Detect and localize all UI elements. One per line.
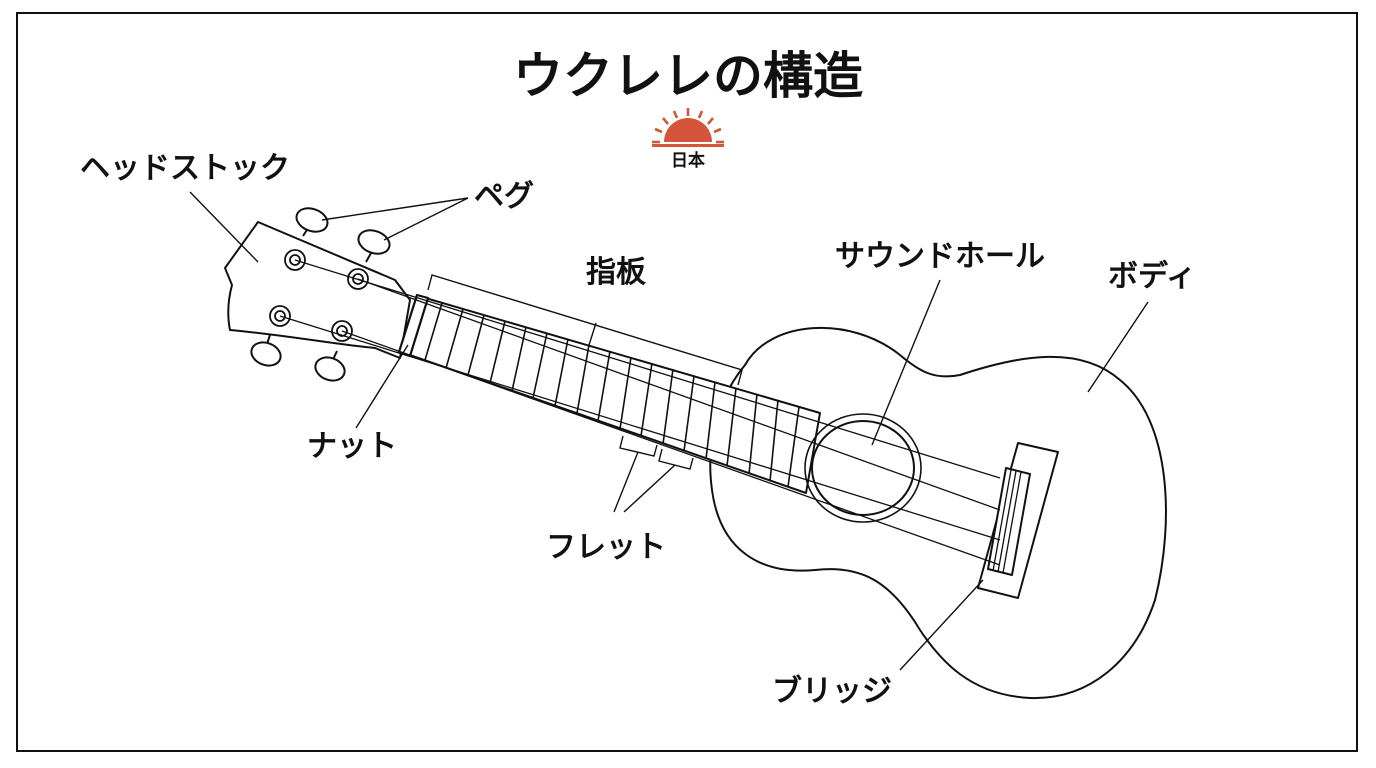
label-headstock: ヘッドストック xyxy=(80,151,290,186)
rising-sun-logo: 日本 xyxy=(652,108,724,171)
ukulele-body xyxy=(709,326,1167,700)
logo-text: 日本 xyxy=(671,150,705,171)
label-fingerboard: 指板 xyxy=(586,255,646,290)
annotation-lines xyxy=(189,191,1149,671)
label-soundhole: サウンドホール xyxy=(835,239,1045,274)
label-bridge: ブリッジ xyxy=(772,674,892,709)
label-peg: ペグ xyxy=(474,179,534,214)
diagram-title: ウクレレの構造 xyxy=(513,47,863,105)
strings xyxy=(279,259,1001,566)
label-nut: ナット xyxy=(307,429,397,464)
sun-icon xyxy=(652,108,724,147)
peg-icon xyxy=(295,207,329,233)
bridge-shape xyxy=(977,442,1059,599)
peg-icon xyxy=(250,341,282,367)
sound-hole xyxy=(804,413,922,523)
tuning-posts xyxy=(269,249,369,342)
peg-icon xyxy=(357,229,391,255)
headstock-shape xyxy=(224,221,411,359)
label-body: ボディ xyxy=(1108,259,1196,294)
labels: ヘッドストック ペグ 指板 サウンドホール ボディ ナット フレット ブリッジ xyxy=(80,151,1196,709)
ukulele-drawing xyxy=(224,207,1167,700)
peg-buttons xyxy=(250,207,391,382)
peg-icon xyxy=(314,356,346,382)
frets xyxy=(424,302,800,488)
label-fret: フレット xyxy=(546,530,666,565)
